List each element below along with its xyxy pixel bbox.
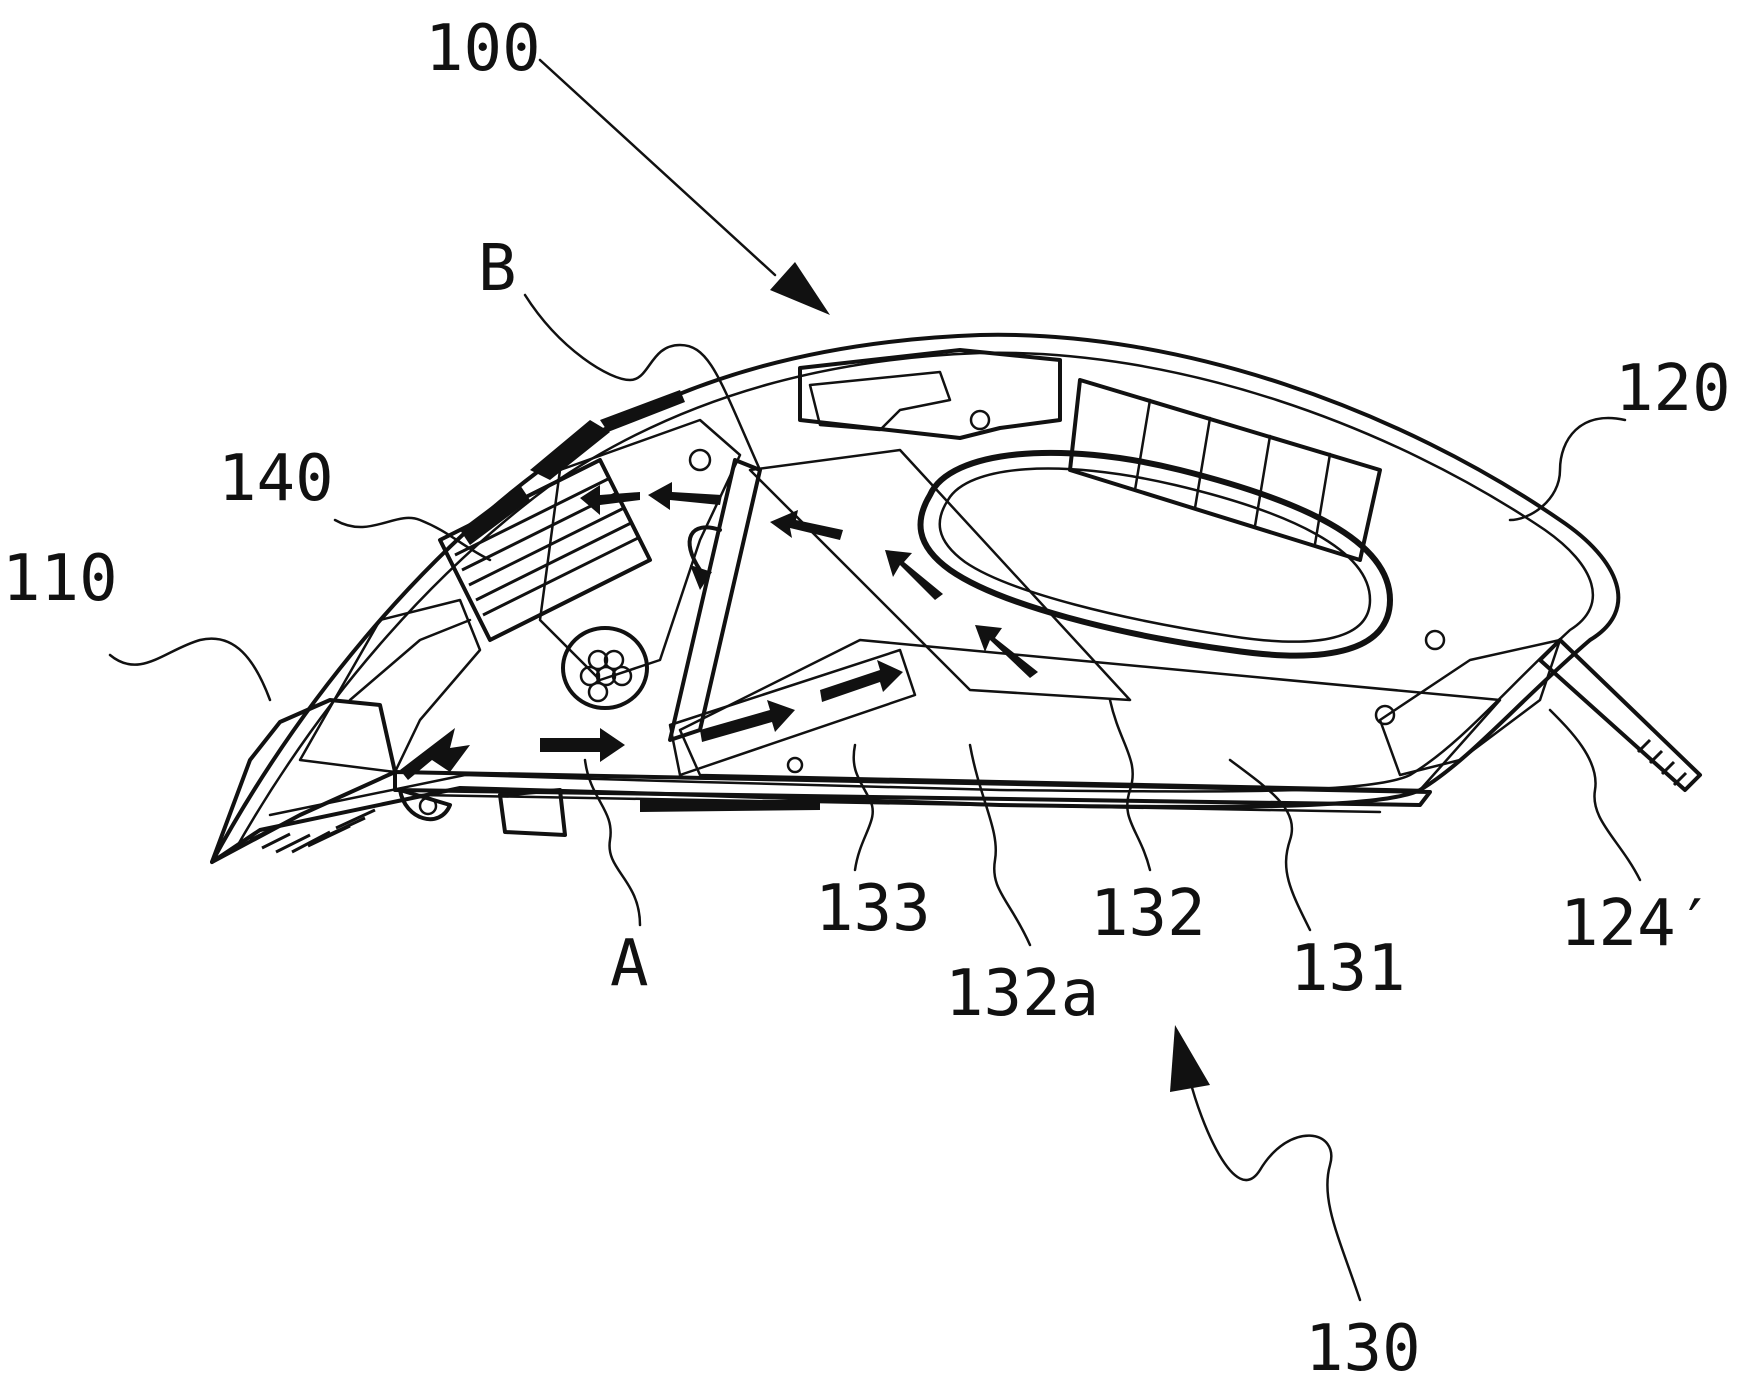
fastener-4 (1374, 704, 1396, 726)
leader-lines (108, 58, 1642, 1302)
leader-140 (333, 516, 492, 562)
label-110: 110 (2, 542, 118, 616)
water-tank-window (917, 449, 1393, 659)
base-bump (398, 788, 452, 822)
label-B: B (478, 232, 517, 306)
leader-132a (968, 743, 1032, 947)
leader-B (523, 293, 762, 472)
channel-133 (668, 648, 917, 777)
label-120: 120 (1615, 352, 1731, 426)
inner-chamber (538, 418, 742, 682)
leader-110 (108, 637, 272, 702)
fastener-3 (1424, 629, 1446, 651)
leader-120 (1508, 416, 1627, 522)
label-133: 133 (815, 872, 931, 946)
leader-131 (1228, 758, 1312, 932)
sole-plate-lower (418, 793, 1382, 814)
steam-iron-cutaway (210, 332, 1702, 864)
pump-element (561, 626, 649, 710)
label-132a: 132a (945, 957, 1099, 1031)
leader-124p (1548, 708, 1642, 882)
front-band-2 (460, 485, 530, 545)
water-tank-window-inner (938, 467, 1372, 643)
label-140: 140 (218, 442, 334, 516)
arrowhead-100 (770, 262, 830, 315)
base-screw (418, 796, 438, 816)
reference-labels: 100 B 120 140 110 133 132 131 124′ A 132… (2, 12, 1731, 1383)
nose-vents (249, 808, 376, 854)
label-130: 130 (1305, 1312, 1421, 1383)
fastener-2 (969, 409, 991, 431)
fastener-5 (786, 756, 804, 774)
label-124p: 124′ (1560, 887, 1714, 961)
top-mechanism (808, 370, 952, 432)
label-A: A (610, 927, 649, 1001)
channel-132 (748, 448, 1132, 702)
sole-plate (393, 770, 1432, 807)
rear-housing (1378, 638, 1562, 777)
leader-A (583, 758, 642, 927)
base-pedal (498, 788, 567, 837)
leader-130 (1188, 1078, 1362, 1302)
nose-tip (210, 698, 397, 864)
leader-132 (1108, 698, 1152, 872)
heater-pack (1068, 378, 1382, 562)
label-132: 132 (1090, 877, 1206, 951)
channel-131 (678, 638, 1502, 792)
outer-shell (210, 332, 1621, 864)
base-serration (640, 800, 820, 812)
front-band-1 (530, 420, 610, 480)
label-100: 100 (425, 12, 541, 86)
leader-100 (538, 58, 777, 277)
leader-133 (852, 743, 875, 872)
front-band-3 (600, 390, 685, 432)
front-internal-2 (348, 618, 472, 702)
label-131: 131 (1290, 932, 1406, 1006)
fastener-1 (688, 448, 712, 472)
power-cord (1538, 638, 1702, 792)
outer-shell-inner (233, 351, 1595, 852)
pump-stack-140 (438, 458, 652, 642)
top-cover (798, 348, 1062, 440)
flow-arrows (400, 482, 1038, 780)
arrowhead-130 (1170, 1025, 1210, 1092)
front-internal-1 (298, 598, 482, 774)
